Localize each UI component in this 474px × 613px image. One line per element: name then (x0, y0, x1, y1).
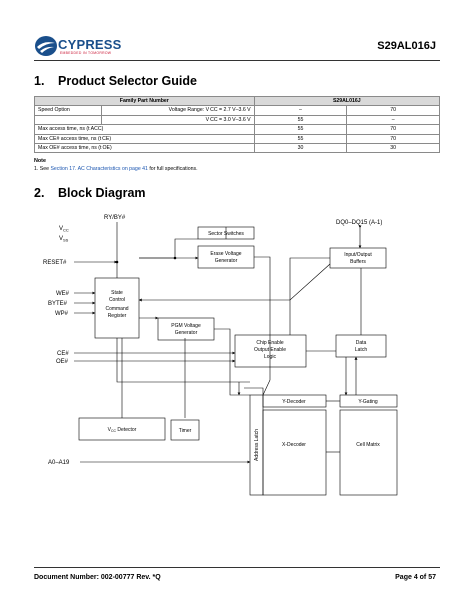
cypress-tree-icon (35, 36, 57, 56)
section-2-heading: 2. Block Diagram (34, 186, 146, 200)
io-buffers-block (329, 247, 387, 269)
state-control-label-2: Control (109, 297, 125, 303)
table-cell-value: 30 (346, 143, 440, 154)
table-row: Max OE# access time, ns (t OE) 30 30 (34, 143, 440, 154)
oe-label: OE# (56, 359, 69, 365)
section-1-number: 1. (34, 74, 45, 88)
chip-enable-label-3: Logic (264, 354, 276, 360)
table-cell-value: 70 (346, 133, 440, 145)
table-header-row: Family Part Number S29AL016J (34, 95, 441, 107)
pgm-voltage-block (157, 317, 215, 341)
erase-voltage-block (197, 245, 255, 269)
address-label: A0–A19 (48, 460, 70, 466)
address-latch-label: Address Latch (254, 429, 260, 461)
y-decoder-label: Y-Decoder (282, 399, 306, 405)
ryby-label: RY/BY# (104, 215, 126, 221)
dq-label: DQ0–DQ15 (A-1) (336, 220, 382, 226)
erase-voltage-label-2: Generator (215, 258, 238, 264)
note-prefix: 1. See (34, 166, 51, 172)
cell-matrix-label: Cell Matrix (356, 442, 380, 448)
document-number: Document Number: 002-00777 Rev. *Q (34, 574, 161, 581)
table-header-part: S29AL016J (253, 95, 441, 107)
state-control-label-3: Command (105, 306, 128, 312)
byte-label: BYTE# (48, 301, 68, 307)
table-cell-label: Max OE# access time, ns (t OE) (34, 143, 255, 154)
wire-buffers-chip (289, 257, 330, 335)
x-decoder-label: X-Decoder (282, 442, 306, 448)
data-latch-block (335, 334, 387, 358)
wp-label: WP# (55, 311, 69, 317)
table-cell-cond: Voltage Range: V CC = 2.7 V–3.6 V (100, 105, 255, 116)
note-link[interactable]: Section 17. AC Characteristics on page 4… (50, 166, 148, 172)
footer-divider (34, 567, 440, 568)
state-control-label-1: State (111, 290, 123, 296)
junction-dot (115, 260, 119, 264)
table-cell-value: – (346, 114, 440, 126)
reset-label: RESET# (43, 260, 67, 266)
section-1-heading: 1. Product Selector Guide (34, 74, 197, 88)
junction-dot (173, 256, 177, 260)
ce-label: CE# (57, 351, 69, 357)
timer-label: Timer (179, 428, 192, 434)
document-title: S29AL016J (377, 40, 436, 52)
wire-ydec-in (244, 387, 264, 395)
logo-wordmark: CYPRESS (58, 37, 122, 52)
table-cell-value: 70 (346, 124, 440, 135)
pgm-voltage-label-1: PGM Voltage (171, 323, 201, 329)
vss-label: VSS (59, 236, 69, 243)
section-1-title: Product Selector Guide (58, 74, 197, 88)
chip-enable-label-2: Output Enable (254, 347, 286, 353)
wire-to-sector (139, 238, 198, 259)
logo-tagline: EMBEDDED IN TOMORROW (60, 51, 112, 55)
note-heading: Note (34, 158, 46, 164)
table-row: Speed Option Voltage Range: V CC = 2.7 V… (34, 105, 440, 116)
vcc-detector-label: VCC Detector (108, 427, 137, 433)
header-divider (34, 60, 440, 61)
page-number: Page 4 of 57 (395, 574, 436, 581)
product-selector-table: Family Part Number S29AL016J Speed Optio… (34, 95, 441, 154)
section-2-title: Block Diagram (58, 186, 146, 200)
wire-erase-down (254, 256, 271, 396)
timer-block (170, 419, 200, 441)
chip-enable-label-1: Chip Enable (256, 340, 283, 346)
data-latch-label-1: Data (356, 340, 367, 346)
section-2-number: 2. (34, 186, 45, 200)
state-control-label-4: Register (108, 313, 127, 319)
erase-voltage-label-1: Erase Voltage (210, 251, 241, 257)
cell-matrix-block (339, 409, 398, 496)
pgm-voltage-label-2: Generator (175, 330, 198, 336)
vcc-label: VCC (59, 226, 69, 233)
wire-pgm-latch (214, 328, 250, 396)
x-decoder-block (262, 409, 327, 496)
io-buffers-label-1: Input/Output (344, 252, 372, 258)
cypress-logo (34, 34, 124, 58)
data-latch-label-2: Latch (355, 347, 367, 353)
note-suffix: for full specifications. (147, 166, 198, 172)
io-buffers-label-2: Buffers (350, 259, 366, 265)
wire-state-down (116, 338, 250, 383)
we-label: WE# (56, 291, 70, 297)
sector-switches-label: Sector Switches (208, 231, 244, 237)
note-text: 1. See Section 17. AC Characteristics on… (34, 166, 198, 172)
table-cell-value: 70 (346, 105, 440, 116)
wire-buffers-state (138, 263, 331, 302)
y-gating-label: Y-Gating (358, 399, 377, 405)
